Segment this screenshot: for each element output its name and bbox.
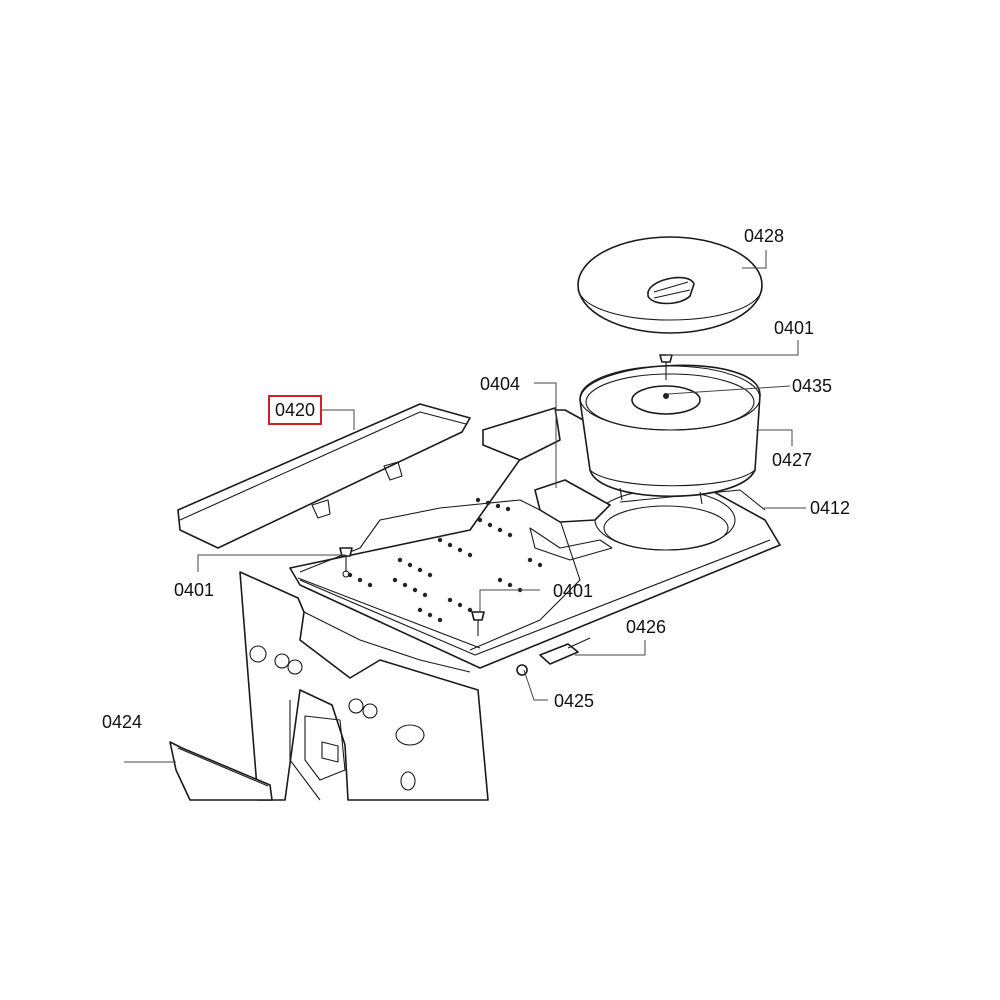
callout-labels: 0428 0401 0435 0404 0420 0427 0412 0401 … (102, 226, 850, 732)
callout-0404[interactable]: 0404 (480, 374, 520, 394)
part-0426-switch[interactable] (539, 637, 591, 665)
part-0424-front-panel[interactable] (169, 741, 273, 801)
part-0404-cover[interactable] (482, 407, 611, 523)
highlight-box-0420 (268, 395, 322, 425)
part-0435-disc[interactable] (631, 385, 701, 415)
callout-0420[interactable]: 0420 (275, 400, 315, 420)
leader-lines (124, 250, 806, 763)
part-0428-cover[interactable] (577, 236, 763, 334)
vent-holes (347, 497, 543, 623)
callout-0412[interactable]: 0412 (810, 498, 850, 518)
machine-housing (239, 571, 489, 801)
callout-0428[interactable]: 0428 (744, 226, 784, 246)
callout-0425[interactable]: 0425 (554, 691, 594, 711)
callout-0426[interactable]: 0426 (626, 617, 666, 637)
part-0427-bowl[interactable] (579, 364, 761, 505)
callout-0401-left[interactable]: 0401 (174, 580, 214, 600)
callout-0435[interactable]: 0435 (792, 376, 832, 396)
screw-0401-left[interactable] (339, 547, 353, 578)
callout-0424[interactable]: 0424 (102, 712, 142, 732)
part-0420-lid[interactable] (177, 403, 471, 549)
callout-0401-top[interactable]: 0401 (774, 318, 814, 338)
callout-0401-mid[interactable]: 0401 (553, 581, 593, 601)
callout-0427[interactable]: 0427 (772, 450, 812, 470)
